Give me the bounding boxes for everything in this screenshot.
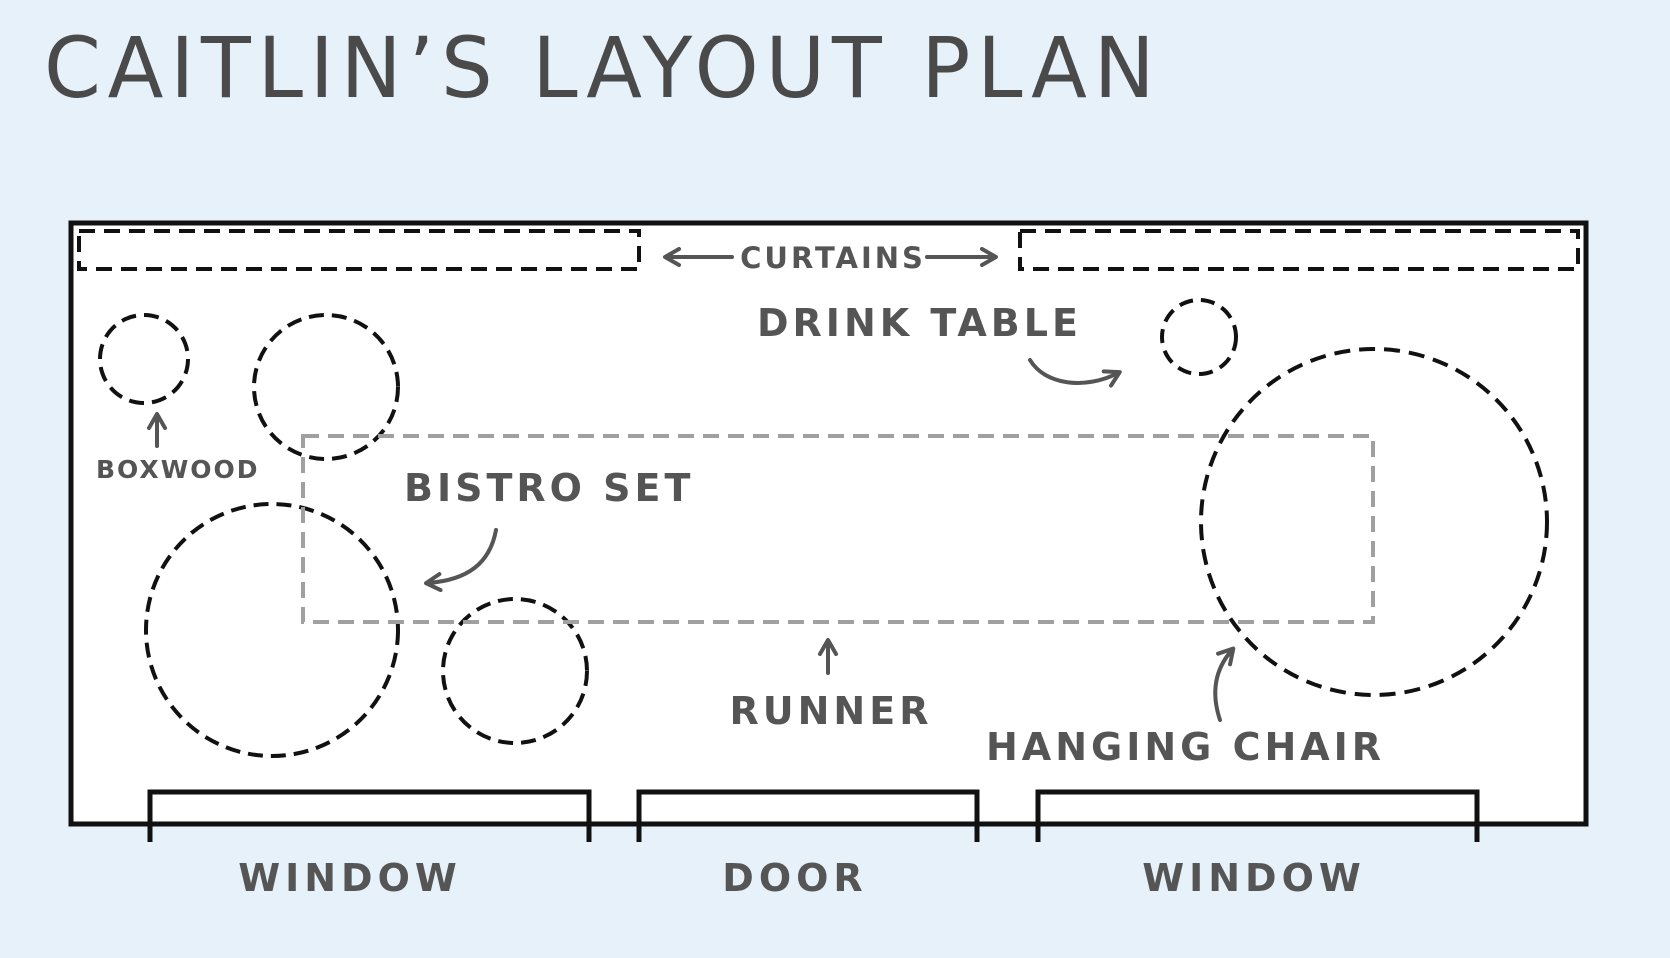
drink-table-circle bbox=[1160, 298, 1238, 376]
window-right-bracket bbox=[1035, 789, 1480, 842]
room-outline bbox=[68, 220, 1589, 827]
page-title: CAITLIN’S LAYOUT PLAN bbox=[44, 19, 1162, 117]
drink-table-arrow bbox=[1028, 358, 1122, 388]
hanging-chair-label: HANGING CHAIR bbox=[986, 725, 1385, 769]
door-bracket bbox=[636, 789, 980, 842]
bistro-chair-bottom bbox=[441, 597, 589, 745]
curtain-left bbox=[77, 229, 641, 271]
runner-rug bbox=[301, 434, 1375, 624]
drink-table-label: DRINK TABLE bbox=[757, 301, 1082, 345]
bistro-table bbox=[144, 502, 400, 758]
window-left-label: WINDOW bbox=[238, 856, 462, 900]
hanging-chair-circle bbox=[1199, 347, 1549, 697]
curtains-label: CURTAINS bbox=[740, 241, 926, 275]
curtain-right bbox=[1018, 229, 1580, 271]
runner-label: RUNNER bbox=[730, 689, 933, 733]
bistro-set-arrow bbox=[424, 528, 498, 593]
bistro-set-label: BISTRO SET bbox=[404, 466, 694, 510]
hanging-chair-arrow bbox=[1213, 646, 1236, 722]
window-right-label: WINDOW bbox=[1142, 856, 1366, 900]
window-left-bracket bbox=[147, 789, 592, 842]
bistro-chair-top bbox=[252, 313, 400, 461]
boxwood-circle bbox=[98, 313, 190, 405]
boxwood-label: BOXWOOD bbox=[96, 455, 260, 484]
door-label: DOOR bbox=[722, 856, 867, 900]
